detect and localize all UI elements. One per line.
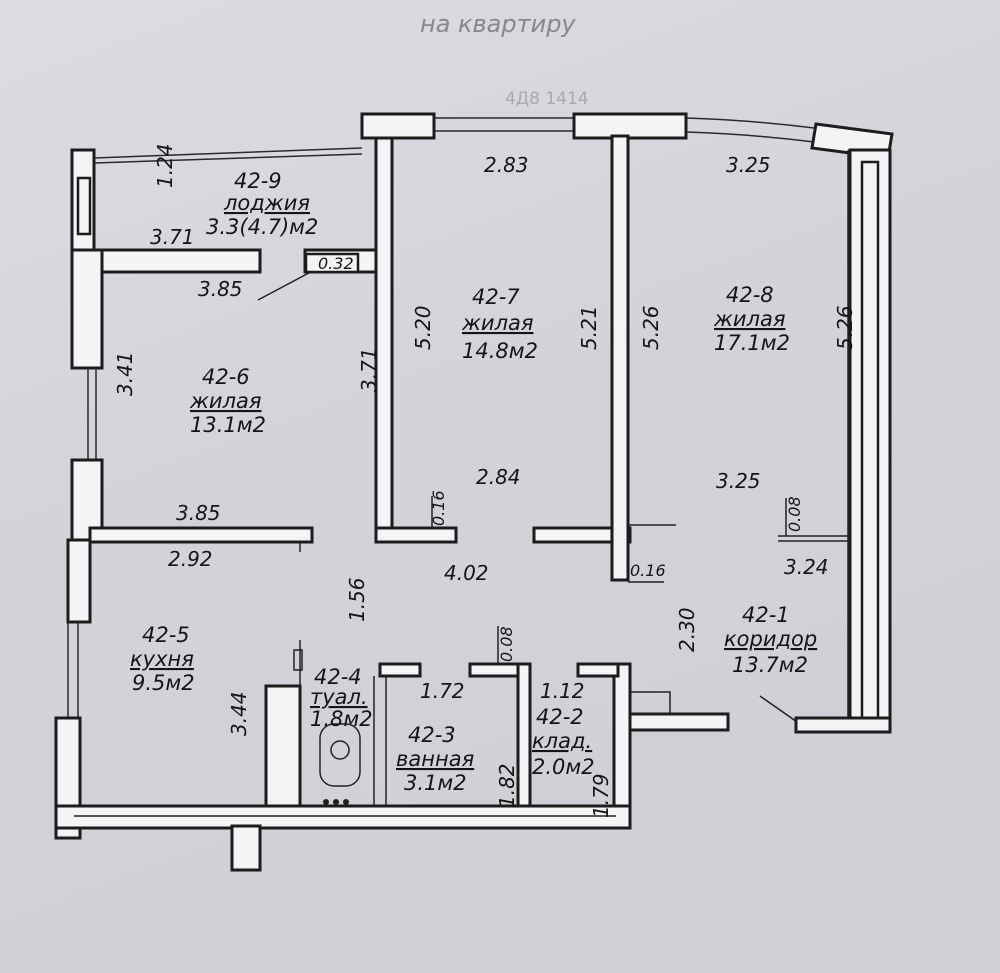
room-id-loggia: 42-9 (234, 169, 282, 193)
wall-storage-right (612, 662, 632, 824)
wall-bath-storage (516, 662, 532, 824)
dim-room7-top: 2.83 (484, 153, 529, 177)
room-id-wc: 42-4 (314, 665, 362, 689)
room-name-kitchen: кухня (130, 647, 194, 671)
room-name-8: жилая (713, 307, 786, 331)
dim-kitchen-left: 3.44 (227, 691, 251, 736)
room-name-bath: ванная (396, 747, 474, 771)
dim-room8-right: 5.26 (833, 305, 857, 350)
wall-corridor-bottom (614, 664, 730, 732)
room-id-8: 42-8 (726, 283, 774, 307)
dim-loggia-width: 3.71 (150, 225, 195, 249)
dim-room7-left: 5.20 (411, 305, 435, 350)
dim-storage-width: 1.12 (540, 679, 585, 703)
dim-room8-bottom: 3.25 (716, 469, 761, 493)
dim-kitchen-right: 1.56 (345, 577, 369, 622)
dim-room8-door: 0.08 (785, 496, 804, 532)
dim-room6-bottom: 3.85 (176, 501, 221, 525)
sheet-header: на квартиру (420, 10, 576, 38)
column-top-left (360, 112, 436, 140)
room-area-7: 14.8м2 (462, 339, 538, 363)
dim-room7-bottom: 2.84 (476, 465, 521, 489)
room-id-7: 42-7 (472, 285, 520, 309)
room-name-6: жилая (189, 389, 262, 413)
dim-corridor-width: 4.02 (444, 561, 489, 585)
window-room8 (685, 117, 815, 129)
column-top-middle (572, 112, 688, 140)
room-id-bath: 42-3 (408, 723, 456, 747)
room-id-corridor: 42-1 (742, 603, 790, 627)
room-id-6: 42-6 (202, 365, 250, 389)
dim-room6-right: 3.71 (357, 347, 381, 392)
dim-room8-left: 5.26 (639, 305, 663, 350)
dim-corridor-height: 2.30 (675, 607, 699, 652)
wall-room6-room7 (374, 134, 394, 538)
gap-box (304, 252, 360, 274)
dim-kitchen-top: 2.92 (168, 547, 213, 571)
dim-bath-width: 1.72 (420, 679, 465, 703)
dim-room7-door: 0.16 (429, 490, 448, 526)
column-bottom (230, 824, 262, 872)
dim-storage-height: 1.79 (589, 773, 613, 818)
dim-corridor-door: 0.16 (630, 561, 666, 580)
room-area-wc: 1.8м2 (310, 707, 373, 731)
room-name-corridor: коридор (724, 627, 817, 651)
dim-wall-gap: 0.32 (318, 254, 354, 273)
dim-corridor-right: 3.24 (784, 555, 829, 579)
dim-room8-top: 3.25 (726, 153, 771, 177)
dim-wc-door: 0.08 (497, 626, 516, 662)
dim-room6-top: 3.85 (198, 277, 243, 301)
loggia-glazing (93, 147, 363, 159)
dim-loggia-height: 1.24 (153, 143, 177, 188)
room-id-kitchen: 42-5 (142, 623, 190, 647)
room-name-storage: клад. (532, 729, 592, 753)
sheet-code: 4Д8 1414 (505, 89, 589, 109)
room-area-bath: 3.1м2 (404, 771, 467, 795)
room-name-loggia: лоджия (223, 191, 310, 215)
room-area-loggia: 3.3(4.7)м2 (206, 215, 318, 239)
toilet-fixture (319, 723, 361, 787)
dim-bath-height: 1.82 (495, 763, 519, 808)
dim-room6-left: 3.41 (113, 351, 137, 396)
room-area-kitchen: 9.5м2 (132, 671, 195, 695)
wall-bottom (54, 804, 632, 830)
wall-wc-left (264, 684, 302, 812)
wall-room6-kitchen (88, 526, 314, 544)
room-area-8: 17.1м2 (714, 331, 790, 355)
dim-room7-right: 5.21 (577, 305, 601, 350)
room-area-6: 13.1м2 (190, 413, 266, 437)
room-name-wc: туал. (310, 685, 368, 709)
wall-room7-room8 (610, 134, 630, 582)
room-id-storage: 42-2 (536, 705, 584, 729)
room-name-7: жилая (461, 311, 534, 335)
room-area-storage: 2.0м2 (532, 755, 595, 779)
room-area-corridor: 13.7м2 (732, 653, 808, 677)
